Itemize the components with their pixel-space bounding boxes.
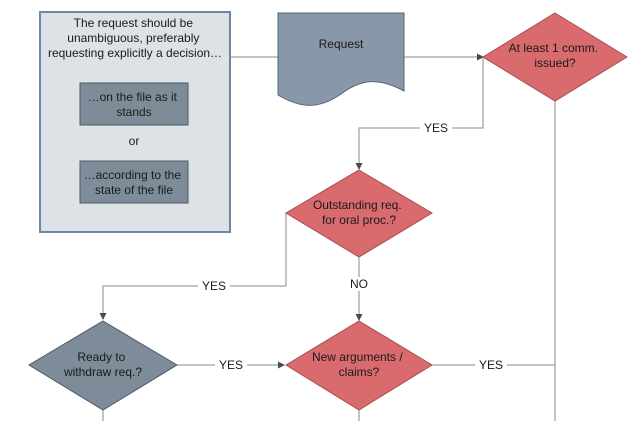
decision-ready-withdraw	[28, 320, 178, 411]
decision-comm-issued	[482, 12, 628, 102]
arrowhead	[99, 313, 107, 320]
note-option-state-of-file	[79, 160, 189, 204]
edge-label-bg	[347, 277, 371, 291]
edge-label-bg	[198, 279, 230, 293]
decision-ready-withdraw-label: Ready to withdraw req.?	[63, 350, 142, 379]
edge-label-comm-yes: YES	[424, 121, 448, 135]
decision-new-arguments-label: New arguments / claims?	[312, 350, 406, 379]
arrowhead	[355, 314, 363, 321]
edge-label-bg	[475, 358, 507, 372]
edge-outstanding-yes	[102, 213, 287, 314]
edge-label-ready-yes: YES	[219, 358, 243, 372]
note-or-label: or	[129, 134, 140, 148]
note-option-as-it-stands-label: …on the file as it stands	[88, 90, 181, 119]
decision-outstanding-oral	[285, 169, 433, 258]
edge-label-bg	[215, 358, 247, 372]
arrowhead	[278, 361, 285, 369]
arrowhead	[355, 163, 363, 170]
edge-label-arguments-yes: YES	[479, 358, 503, 372]
note-option-state-of-file-label: …according to the state of the file	[84, 168, 185, 197]
request-label: Request	[319, 37, 364, 51]
edge-label-outstanding-yes: YES	[202, 279, 226, 293]
note-option-as-it-stands	[79, 82, 189, 126]
arrowhead	[477, 53, 484, 61]
note-text: The request should be unambiguous, prefe…	[48, 16, 222, 60]
decision-outstanding-oral-label: Outstanding req. for oral proc.?	[313, 198, 405, 227]
decision-new-arguments	[285, 320, 433, 411]
request-document	[277, 12, 405, 106]
edge-label-outstanding-no: NO	[350, 277, 368, 291]
edge-label-bg	[420, 121, 452, 135]
decision-comm-issued-label: At least 1 comm. issued?	[509, 41, 602, 70]
